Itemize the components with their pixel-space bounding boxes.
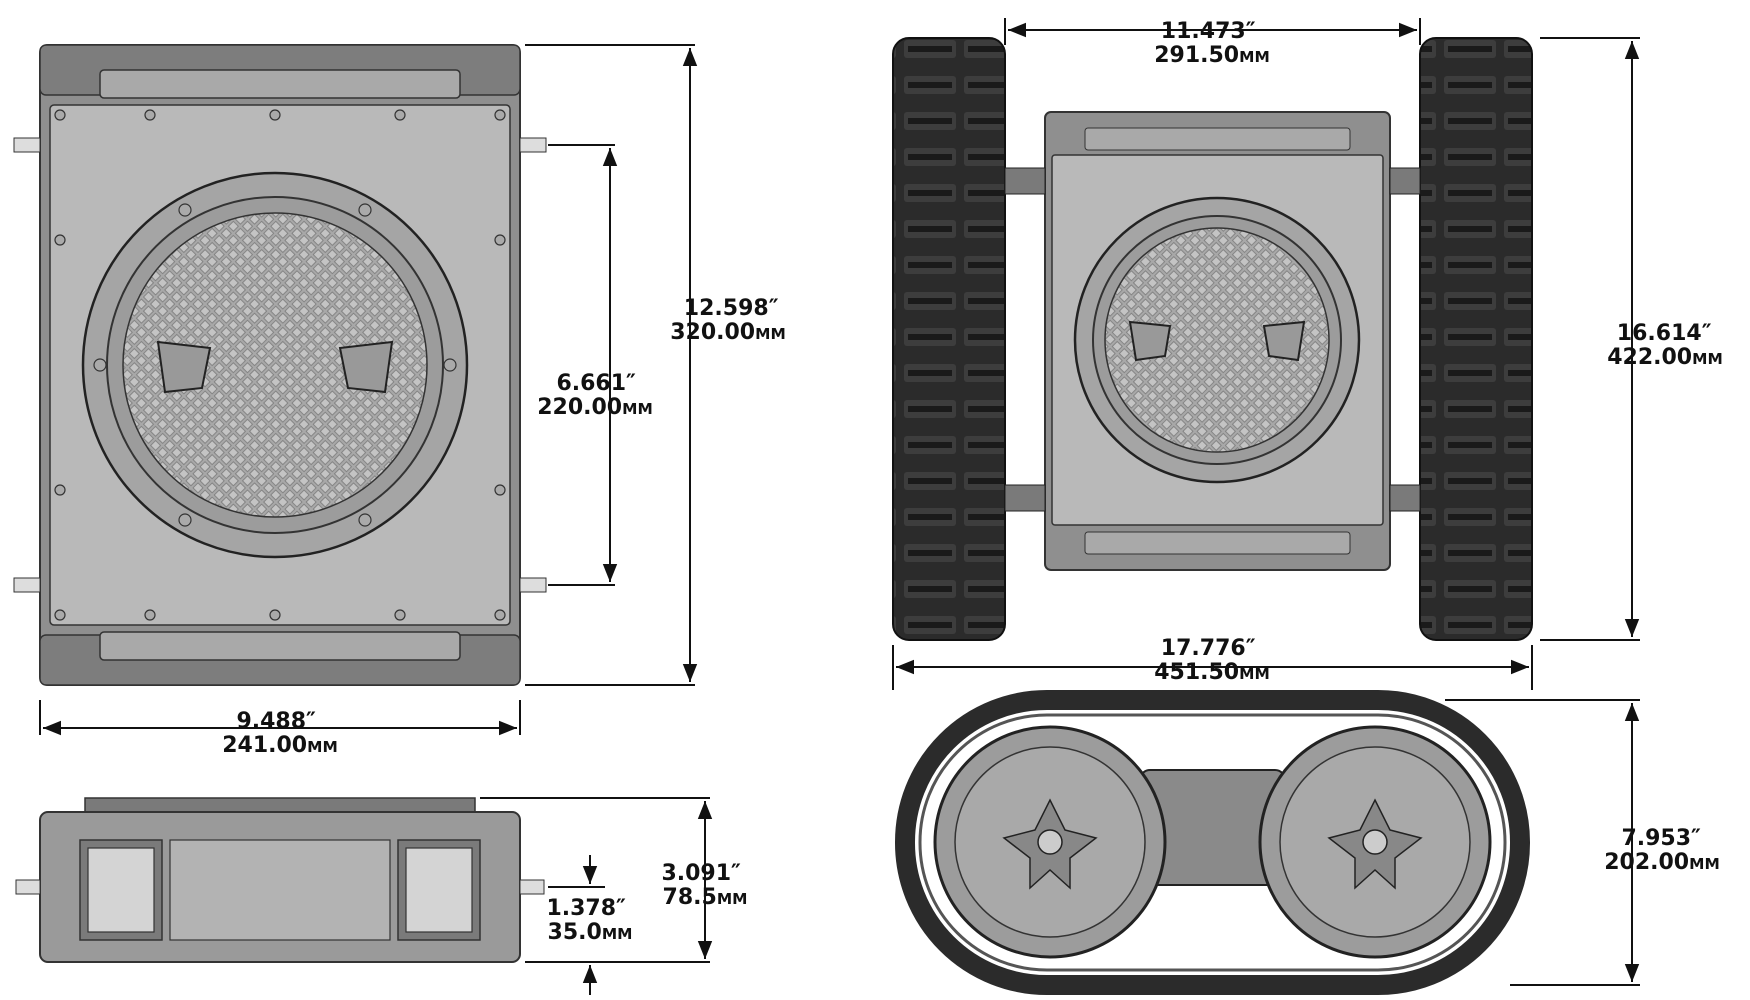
- label-track-inner: 11.473″ 291.50MM: [1154, 19, 1270, 68]
- side-view-axle-stub: [15, 879, 41, 895]
- label-top-width: 9.488″ 241.00MM: [222, 709, 338, 758]
- track-view-coupler: [1389, 484, 1421, 512]
- label-top-height: 12.598″ 320.00MM: [670, 296, 786, 345]
- wheel-view: [895, 690, 1530, 995]
- top-view-axle-stub: [13, 137, 41, 153]
- top-view-handle-left: [156, 340, 212, 394]
- track-view-coupler: [1004, 167, 1046, 195]
- side-view: [15, 797, 545, 963]
- top-view-axle-stub: [519, 137, 547, 153]
- top-view-handle-right: [338, 340, 394, 394]
- dimension-labels: 12.598″ 320.00MM 6.661″ 220.00MM 9.488″ …: [222, 19, 1723, 945]
- track-view-hatch-mesh: [1104, 227, 1330, 453]
- label-top-inner: 6.661″ 220.00MM: [537, 371, 653, 420]
- label-side-axle: 1.378″ 35.0MM: [546, 896, 633, 945]
- track-view-handle-left: [1128, 320, 1172, 362]
- side-view-lens-left: [87, 847, 155, 933]
- track-view: [892, 37, 1533, 641]
- track-view-slot-bottom: [1084, 531, 1351, 555]
- label-side-height: 3.091″ 78.5MM: [661, 861, 748, 910]
- top-view-hatch-mesh: [122, 212, 428, 518]
- track-left: [892, 37, 1006, 641]
- top-view-bolts: [54, 109, 506, 621]
- top-view-slot-top: [99, 69, 461, 99]
- track-view-coupler: [1389, 167, 1421, 195]
- wheel-view-track-belt-inner: [918, 713, 1507, 972]
- track-view-slot-top: [1084, 127, 1351, 151]
- label-track-width: 17.776″ 451.50MM: [1154, 636, 1270, 685]
- dimension-lines: [39, 18, 1640, 995]
- top-view-axle-stub: [13, 577, 41, 593]
- track-view-coupler: [1004, 484, 1046, 512]
- track-right: [1419, 37, 1533, 641]
- top-view-axle-stub: [519, 577, 547, 593]
- label-track-length: 16.614″ 422.00MM: [1607, 321, 1723, 370]
- wheel-view-track-belt: [895, 690, 1530, 995]
- side-view-lid: [84, 797, 476, 813]
- top-view-slot-bottom: [99, 631, 461, 661]
- label-wheel-height: 7.953″ 202.00MM: [1604, 826, 1720, 875]
- wheel-right-axle: [1362, 829, 1388, 855]
- side-view-axle-stub: [519, 879, 545, 895]
- track-view-handle-right: [1262, 320, 1306, 362]
- side-view-lens-right: [405, 847, 473, 933]
- side-view-center-panel: [169, 839, 391, 941]
- wheel-left-axle: [1037, 829, 1063, 855]
- top-view: [13, 44, 547, 686]
